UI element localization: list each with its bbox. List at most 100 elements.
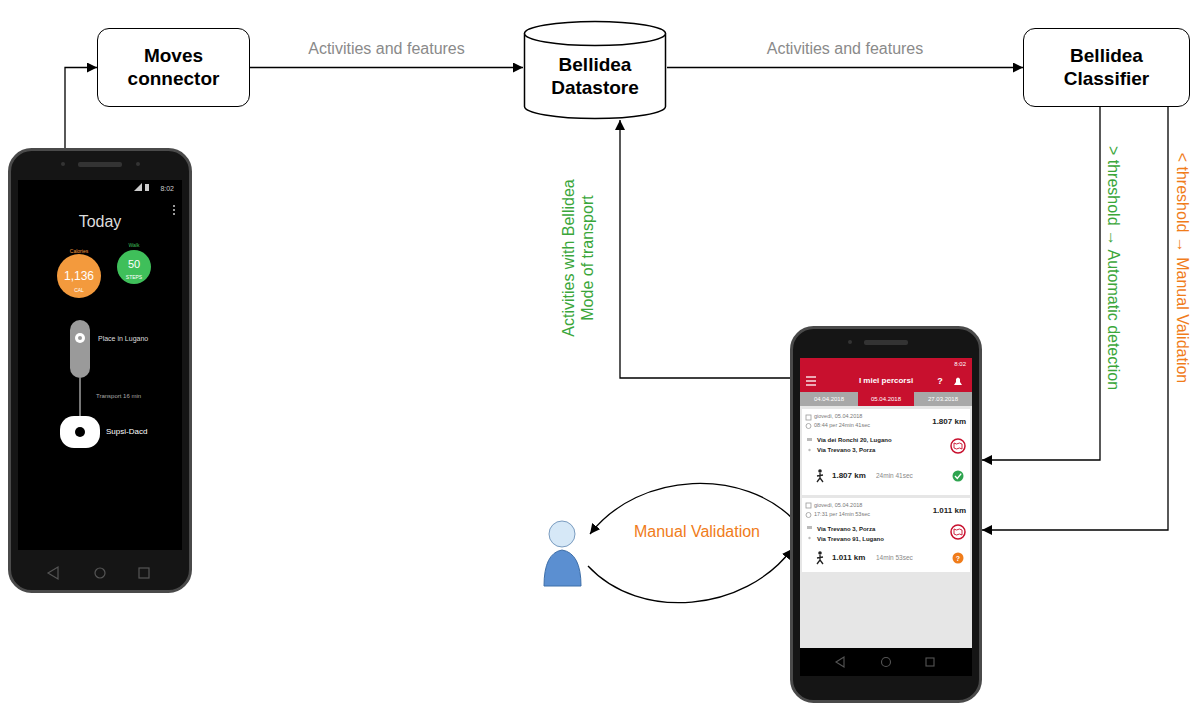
screen-text: Today: [79, 214, 122, 230]
screen-text: 04.04.2018: [814, 396, 844, 402]
timeline-line: [79, 378, 81, 416]
map-icon: [954, 443, 962, 449]
validation-arc: [588, 549, 792, 603]
walk-icon: [818, 469, 822, 473]
screen-text: 1.807 km: [932, 418, 966, 426]
address-icon: [808, 449, 810, 451]
screen-text: Transport 16 min: [96, 393, 141, 399]
person-head: [549, 521, 575, 547]
clock-icon: [806, 424, 811, 429]
map-icon: [951, 525, 965, 539]
address-icon: [807, 526, 812, 529]
place-pill: [60, 416, 100, 448]
screen-text: 08:44 per 24min 41sec: [814, 423, 870, 429]
screen-text: 8:02: [160, 185, 174, 192]
node-title: Bellidea Datastore: [543, 54, 648, 100]
screen-text: ?: [937, 377, 943, 386]
screen-text: CAL: [74, 288, 84, 293]
phone-body: [792, 328, 981, 702]
screen-text: Via dei Ronchi 20, Lugano: [817, 437, 892, 443]
calendar-icon: [806, 415, 811, 420]
calendar-icon: [806, 503, 811, 508]
nav-back: [836, 657, 844, 667]
screen-text: 24min 41sec: [876, 473, 913, 480]
screen-text: 14min 53sec: [876, 555, 913, 562]
address-icon: [807, 438, 812, 441]
menu-dot: [173, 213, 175, 215]
signal-icon: [134, 183, 142, 191]
nav-bar: [800, 648, 972, 676]
process-box: Moves connector: [97, 28, 250, 107]
menu-dot: [173, 205, 175, 207]
screen-text: 27.03.2018: [928, 396, 958, 402]
screen-text: ?: [956, 555, 960, 562]
place-pin: [78, 336, 82, 340]
phone-speaker: [78, 162, 122, 167]
connector-arrow: [620, 120, 790, 378]
edge-label: Activities and features: [277, 39, 497, 58]
edge-label: Activities and features: [735, 39, 955, 58]
trip-card: [802, 498, 970, 572]
screen-text: giovedì, 05.04.2018: [814, 414, 862, 420]
screen-text: Via Trevano 91, Lugano: [817, 536, 884, 542]
person-body: [544, 550, 581, 586]
connector-arrow: [982, 107, 1168, 530]
check-icon: [955, 474, 961, 479]
nav-home: [95, 568, 105, 578]
app-header: [800, 358, 972, 392]
person-icon: [544, 521, 581, 586]
walk-icon: [817, 555, 823, 564]
menu-icon: [806, 376, 816, 377]
process-box: Bellidea Classifier: [1023, 28, 1190, 107]
connector-arrow: [65, 68, 97, 149]
nav-recent: [139, 568, 149, 578]
connector-arrow: [667, 67, 1023, 68]
place-pin: [75, 427, 85, 437]
screen-text: Place in Lugano: [98, 335, 148, 342]
steps-circle: [117, 250, 151, 284]
menu-icon: [806, 384, 816, 385]
screen-text: 1,136: [64, 270, 94, 282]
screen-text: 1.011 km: [832, 554, 865, 562]
phone-sensor: [136, 162, 140, 166]
calories-circle: [57, 254, 101, 298]
screen-text: 17:31 per 14min 53sec: [814, 512, 870, 518]
phone-body: [10, 150, 191, 592]
cylinder-top: [525, 22, 666, 46]
screen-text: 1.011 km: [933, 507, 966, 515]
screen-text: 50: [128, 259, 140, 270]
edge-label: > threshold → Automatic detection: [1103, 118, 1122, 418]
map-icon: [951, 439, 965, 453]
screen-text: giovedì, 05.04.2018: [814, 503, 862, 509]
connector-arrow: [982, 107, 1100, 460]
phone-sensor: [61, 162, 65, 166]
screen-text: Via Trevano 3, Porza: [817, 447, 875, 453]
menu-icon: [806, 380, 816, 381]
nav-home: [882, 658, 891, 667]
free-label: Manual Validation: [632, 522, 762, 541]
tab-active: [858, 392, 914, 406]
phone-screen: 8:02TodayCalories1,136CALWalk50STEPSPlac…: [8, 148, 192, 593]
datastore-cylinder: Bellidea Datastore: [523, 20, 667, 120]
screen-text: 05.04.2018: [871, 396, 901, 402]
screen-text: Walk: [129, 243, 140, 248]
screen-text: STEPS: [126, 275, 142, 280]
tab-bar: [800, 392, 972, 406]
battery-icon: [145, 184, 149, 191]
bell-icon: [954, 378, 962, 386]
screen-text: I miei percorsi: [859, 377, 913, 385]
screen-text: 8:02: [954, 361, 966, 367]
phone-speaker: [864, 340, 908, 345]
walk-icon: [818, 551, 822, 555]
screen-text: 1.807 km: [832, 472, 866, 480]
place-pill: [70, 320, 90, 378]
screen-text: Supsi-Dacd: [106, 428, 147, 436]
place-pin: [75, 333, 85, 343]
map-icon: [954, 529, 962, 535]
node-title: Moves connector: [116, 45, 231, 91]
question-icon: [953, 553, 964, 564]
nav-back: [48, 567, 58, 579]
phone-sensor: [848, 340, 852, 344]
clock-icon: [806, 513, 811, 518]
nav-recent: [926, 658, 934, 666]
